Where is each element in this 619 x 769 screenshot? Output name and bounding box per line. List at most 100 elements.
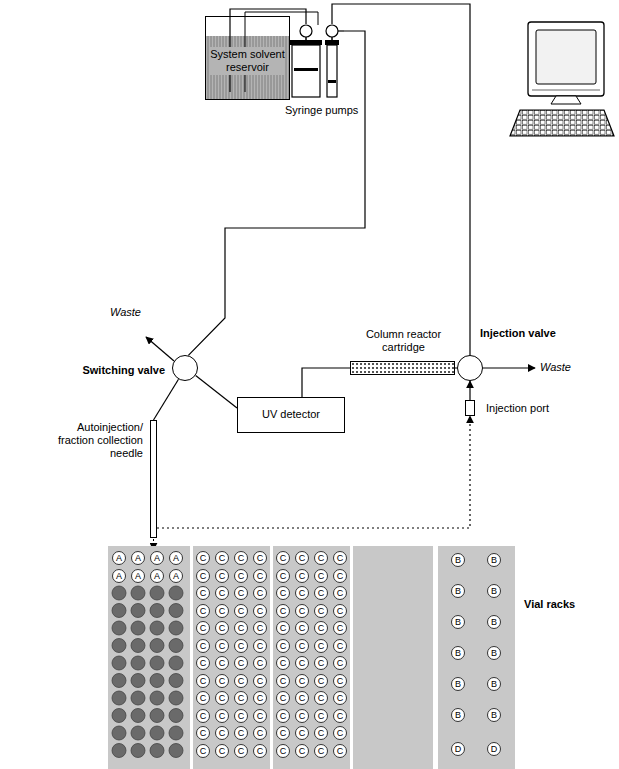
vial-letter: A [113, 552, 125, 564]
monitor-screen [536, 30, 596, 84]
vial: C [196, 586, 210, 600]
vial: C [234, 586, 248, 600]
vial: C [314, 709, 328, 723]
vial: C [295, 621, 309, 635]
syringe-clamp [290, 40, 322, 45]
vial-rack [108, 546, 190, 769]
vial: B [451, 584, 465, 598]
empty-vial [131, 674, 145, 688]
vial: C [234, 709, 248, 723]
vial: A [131, 569, 145, 583]
empty-vial [150, 639, 164, 653]
vial-letter: C [334, 552, 346, 564]
vial: C [253, 639, 267, 653]
vial: C [333, 604, 347, 618]
empty-vial [169, 656, 183, 670]
empty-vial [169, 604, 183, 618]
empty-vial [169, 621, 183, 635]
vial-letter: C [216, 622, 228, 634]
vial: C [253, 656, 267, 670]
vial-letter: C [216, 692, 228, 704]
vial-letter: B [452, 616, 464, 628]
vial-letter: A [113, 570, 125, 582]
empty-vial [112, 744, 126, 758]
vial-letter: C [254, 622, 266, 634]
pump-stem [305, 37, 307, 40]
vial: C [333, 586, 347, 600]
vial: C [215, 551, 229, 565]
vial: C [196, 709, 210, 723]
vial-letter: C [197, 552, 209, 564]
vial-letter: C [296, 640, 308, 652]
flow-tube [332, 4, 470, 355]
vial-letter: C [296, 657, 308, 669]
vial-letter: C [334, 675, 346, 687]
solvent-liquid [206, 36, 289, 99]
flow-tube [154, 379, 179, 420]
syringe-pumps: Syringe pumps [288, 24, 344, 100]
vial: C [196, 604, 210, 618]
node-label: Switching valve [82, 364, 165, 377]
vial-letter: C [277, 640, 289, 652]
vial: B [451, 708, 465, 722]
vial-letter: C [254, 552, 266, 564]
vial-letter: C [334, 587, 346, 599]
vial: C [295, 604, 309, 618]
empty-vial [150, 621, 164, 635]
node-label: Injection valve [480, 327, 556, 340]
vial: C [215, 639, 229, 653]
keyboard [510, 110, 614, 136]
reservoir-tank: System solvent reservoir [205, 16, 290, 100]
node-label: System solvent reservoir [210, 47, 285, 75]
vial-letter: C [277, 657, 289, 669]
empty-vial [131, 656, 145, 670]
vial-letter: B [452, 554, 464, 566]
vial: C [253, 586, 267, 600]
vial-letter: C [254, 745, 266, 757]
vial: C [253, 744, 267, 758]
vial-letter: C [235, 710, 247, 722]
vial-letter: B [488, 616, 500, 628]
vial-letter: A [151, 570, 163, 582]
vial-letter: C [235, 727, 247, 739]
empty-vial [150, 656, 164, 670]
vial: C [215, 709, 229, 723]
vial-letter: C [254, 710, 266, 722]
empty-vial [131, 726, 145, 740]
flow-tube [188, 31, 365, 355]
vial: C [314, 656, 328, 670]
syringe-barrel [292, 45, 320, 97]
vial-letter: C [296, 552, 308, 564]
empty-vial [150, 691, 164, 705]
vial-letter: C [197, 570, 209, 582]
empty-vial [150, 674, 164, 688]
monitor [528, 22, 604, 96]
vial: C [314, 726, 328, 740]
vial: C [295, 586, 309, 600]
node-label: Autoinjection/ fraction collection needl… [39, 421, 143, 460]
vial-letter: C [197, 710, 209, 722]
vial: C [295, 656, 309, 670]
empty-vial [131, 604, 145, 618]
empty-vial [150, 726, 164, 740]
node-label: Column reactor cartridge [351, 328, 456, 354]
vial-letter: C [216, 552, 228, 564]
vial-letter: C [334, 710, 346, 722]
empty-vial [112, 639, 126, 653]
vial-letter: A [151, 552, 163, 564]
waste-arrow [483, 367, 535, 368]
empty-vial [169, 691, 183, 705]
pump-tube [338, 30, 344, 31]
vial-letter: C [315, 640, 327, 652]
vial-letter: C [254, 657, 266, 669]
vial-racks [108, 546, 515, 769]
vial-letter: C [334, 745, 346, 757]
vial: C [276, 726, 290, 740]
vial-letter: C [254, 692, 266, 704]
vial: C [215, 674, 229, 688]
vial: B [487, 615, 501, 629]
vial: C [276, 621, 290, 635]
empty-vial [169, 709, 183, 723]
empty-vial [131, 586, 145, 600]
vial: B [451, 677, 465, 691]
